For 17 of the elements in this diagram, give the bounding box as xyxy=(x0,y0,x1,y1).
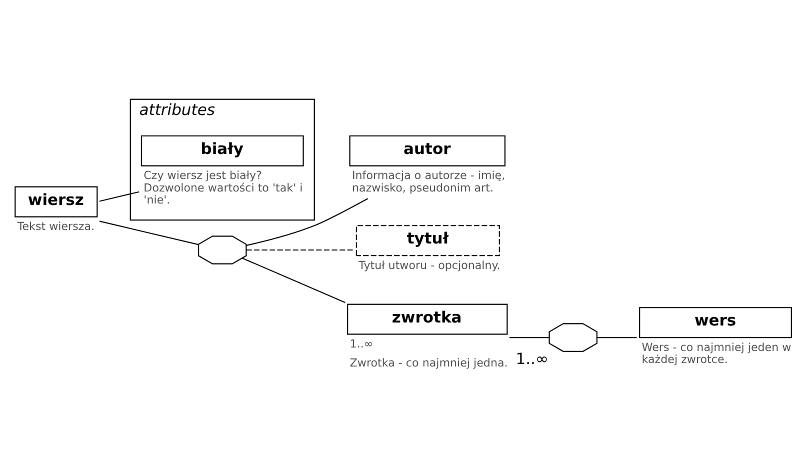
node-label: Tekst wiersza. xyxy=(17,220,95,233)
connector xyxy=(99,190,140,202)
connector xyxy=(99,220,198,245)
node-label: Wers - co najmniej jeden w każdej zwrotce. xyxy=(642,340,792,366)
connector xyxy=(246,248,354,250)
node-octagon xyxy=(548,322,598,352)
node-octagon xyxy=(198,235,247,264)
node-label: Informacja o autorze - imię, nazwisko, pseudonim art. xyxy=(352,168,506,194)
node-label: 1..∞ xyxy=(350,337,374,350)
node-label: Tytuł utworu - opcjonalny. xyxy=(358,258,500,272)
connector xyxy=(242,257,346,302)
node-label: Zwrotka - co najmniej jedna. xyxy=(350,356,508,369)
connector xyxy=(509,336,549,338)
node-label: Czy wiersz jest biały? Dozwolone wartości to 'tak' i 'nie'. xyxy=(144,168,303,206)
connector xyxy=(596,336,637,338)
connector xyxy=(246,198,368,246)
node-label: 1..∞ xyxy=(516,349,548,368)
